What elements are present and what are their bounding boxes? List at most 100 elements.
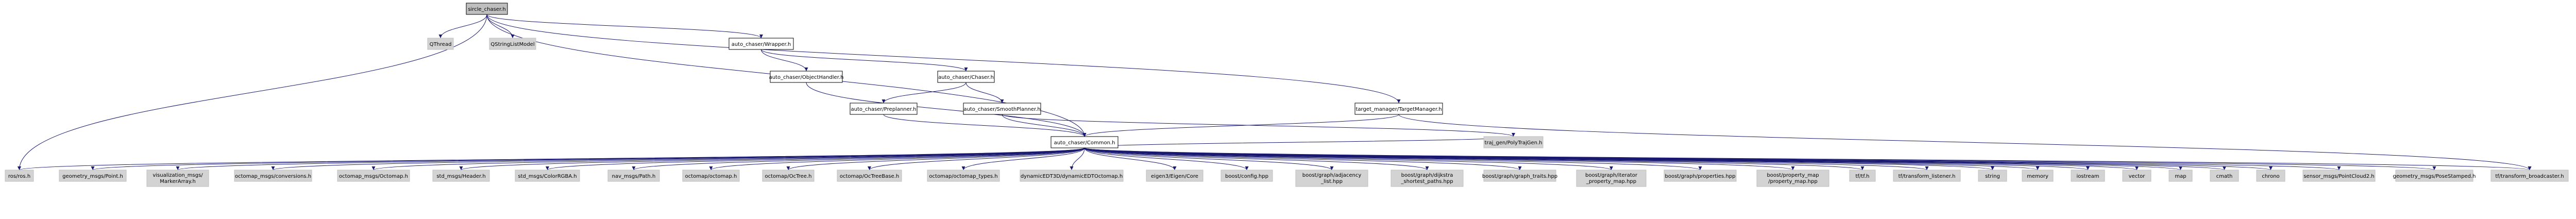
node-label-b_tflistener: tf/transform_listener.h: [1899, 174, 1956, 179]
node-b_string: string: [1978, 170, 2007, 182]
edge-root-to-targetmanager: [486, 14, 1401, 104]
edge-smoothplanner-to-trajgen: [1002, 114, 1515, 137]
node-box-b_tfbroadcaster: [2490, 170, 2569, 182]
node-box-smoothplanner: [963, 103, 1041, 115]
node-label-b_tfbroadcaster: tf/transform_broadcaster.h: [2495, 174, 2564, 179]
node-label-b_octoconv: octomap_msgs/conversions.h: [235, 174, 311, 179]
node-b_iostream: iostream: [2071, 170, 2105, 182]
node-objecthandler[interactable]: auto_chaser/ObjectHandler.h: [769, 71, 844, 83]
node-chaser[interactable]: auto_chaser/Chaser.h: [937, 71, 995, 83]
edge-common-to-b_octotypes: [961, 147, 1085, 171]
node-b_map: map: [2168, 170, 2193, 182]
node-b_iterator: boost/graph/iterator_property_map.hpp: [1576, 170, 1647, 187]
node-box-wrapper: [728, 38, 794, 50]
node-b_point: geometry_msgs/Point.h: [59, 170, 127, 182]
node-label-trajgen: traj_gen/PolyTrajGen.h: [1484, 140, 1542, 146]
node-label-b_octotypes: octomap/octomap_types.h: [929, 174, 997, 179]
node-box-b_posestamped: [2395, 170, 2473, 182]
edge-smoothplanner-to-common: [1002, 114, 1087, 137]
node-box-b_octree: [762, 170, 815, 182]
edge-common-to-b_iterator: [1084, 147, 1613, 171]
edge-common-to-b_color: [546, 147, 1085, 171]
node-label-b_edt: dynamicEDT3D/dynamicEDTOctomap.h: [1021, 174, 1123, 179]
node-label-b_dijkstra: boost/graph/dijkstra_shortest_paths.hpp: [1400, 173, 1453, 184]
edge-common-to-b_properties: [1084, 147, 1702, 171]
edge-common-to-b_octoconv: [272, 147, 1085, 171]
node-label-b_point: geometry_msgs/Point.h: [62, 174, 123, 179]
node-box-b_eigen: [1146, 170, 1204, 182]
edge-common-to-b_octomap: [709, 147, 1085, 171]
node-b_markerarray: visualization_msgs/MarkerArray.h: [146, 170, 209, 187]
node-box-b_edt: [1020, 170, 1124, 182]
node-b_octomsg: octomap_msgs/Octomap.h: [337, 170, 410, 182]
node-box-b_color: [515, 170, 580, 182]
node-b_eigen: eigen3/Eigen/Core: [1146, 170, 1204, 182]
node-label-b_string: string: [1985, 174, 2000, 179]
edge-chaser-to-smoothplanner: [965, 82, 1004, 104]
edge-common-to-b_markerarray: [176, 147, 1085, 171]
node-label-b_memory: memory: [2027, 174, 2048, 179]
edge-root-to-qthread: [438, 14, 487, 39]
node-box-b_traits: [1483, 170, 1556, 182]
node-label-b_iostream: iostream: [2077, 174, 2099, 179]
node-box-b_dijkstra: [1391, 170, 1464, 187]
node-box-b_octomap: [682, 170, 740, 182]
node-box-b_config: [1221, 170, 1273, 182]
node-b_octoconv: octomap_msgs/conversions.h: [234, 170, 312, 182]
node-b_chrono: chrono: [2256, 170, 2285, 182]
node-box-b_tf: [1849, 170, 1876, 182]
node-b_tflistener: tf/transform_listener.h: [1893, 170, 1961, 182]
edge-common-to-b_string: [1084, 147, 1994, 171]
node-label-b_tf: tf/tf.h: [1855, 174, 1869, 179]
node-smoothplanner[interactable]: auto_chaser/SmoothPlanner.h: [963, 103, 1041, 115]
node-box-b_path: [607, 170, 660, 182]
node-box-qstringlistmodel: [489, 38, 536, 50]
node-box-b_iostream: [2071, 170, 2105, 182]
edge-wrapper-to-chaser: [761, 49, 968, 72]
node-label-b_markerarray: visualization_msgs/MarkerArray.h: [152, 173, 203, 184]
node-label-b_octreebase: octomap/OcTreeBase.h: [840, 174, 899, 179]
node-box-b_map: [2168, 170, 2193, 182]
edge-root-to-qstringlistmodel: [486, 14, 515, 39]
edge-preplanner-to-common: [883, 114, 1087, 137]
node-label-targetmanager: target_manager/TargetManager.h: [1355, 107, 1442, 112]
edge-common-to-trajgen: [1084, 136, 1515, 148]
node-b_pointcloud: sensor_msgs/PointCloud2.h: [2302, 170, 2376, 182]
node-label-b_pointcloud: sensor_msgs/PointCloud2.h: [2303, 174, 2374, 179]
edge-common-to-b_dijkstra: [1084, 147, 1429, 171]
node-box-b_ros: [5, 170, 34, 182]
edge-common-to-b_path: [632, 147, 1085, 171]
node-label-chaser: auto_chaser/Chaser.h: [938, 75, 994, 80]
edge-chaser-to-preplanner: [882, 82, 967, 104]
node-b_octotypes: octomap/octomap_types.h: [927, 170, 1000, 182]
node-b_path: nav_msgs/Path.h: [607, 170, 660, 182]
edge-common-to-b_traits: [1084, 147, 1522, 171]
node-targetmanager[interactable]: target_manager/TargetManager.h: [1354, 103, 1443, 115]
node-label-qthread: QThread: [430, 42, 452, 47]
edges-layer: [18, 14, 2532, 171]
edge-wrapper-to-objecthandler: [761, 49, 808, 72]
node-box-trajgen: [1483, 136, 1544, 148]
node-b_traits: boost/graph/graph_traits.hpp: [1482, 170, 1557, 182]
node-label-b_octree: octomap/OcTree.h: [765, 174, 812, 179]
node-box-b_chrono: [2256, 170, 2285, 182]
node-box-targetmanager: [1354, 103, 1443, 115]
node-label-b_header: std_msgs/Header.h: [436, 174, 485, 179]
node-box-b_octomsg: [337, 170, 410, 182]
edge-common-to-b_eigen: [1084, 147, 1177, 171]
node-wrapper[interactable]: auto_chaser/Wrapper.h: [728, 38, 794, 50]
edge-common-to-b_header: [459, 147, 1085, 171]
node-label-smoothplanner: auto_chaser/SmoothPlanner.h: [963, 107, 1040, 112]
node-box-b_iterator: [1576, 170, 1647, 187]
node-box-b_vector: [2122, 170, 2151, 182]
node-box-b_octreebase: [837, 170, 902, 182]
node-preplanner[interactable]: auto_chaser/Preplanner.h: [850, 103, 918, 115]
node-common[interactable]: auto_chaser/Common.h: [1050, 136, 1118, 148]
edge-common-to-b_adjacency: [1084, 147, 1334, 171]
node-trajgen: traj_gen/PolyTrajGen.h: [1483, 136, 1544, 148]
node-label-b_properties: boost/graph/properties.hpp: [1665, 174, 1736, 179]
node-box-b_adjacency: [1295, 170, 1368, 187]
node-b_color: std_msgs/ColorRGBA.h: [515, 170, 580, 182]
